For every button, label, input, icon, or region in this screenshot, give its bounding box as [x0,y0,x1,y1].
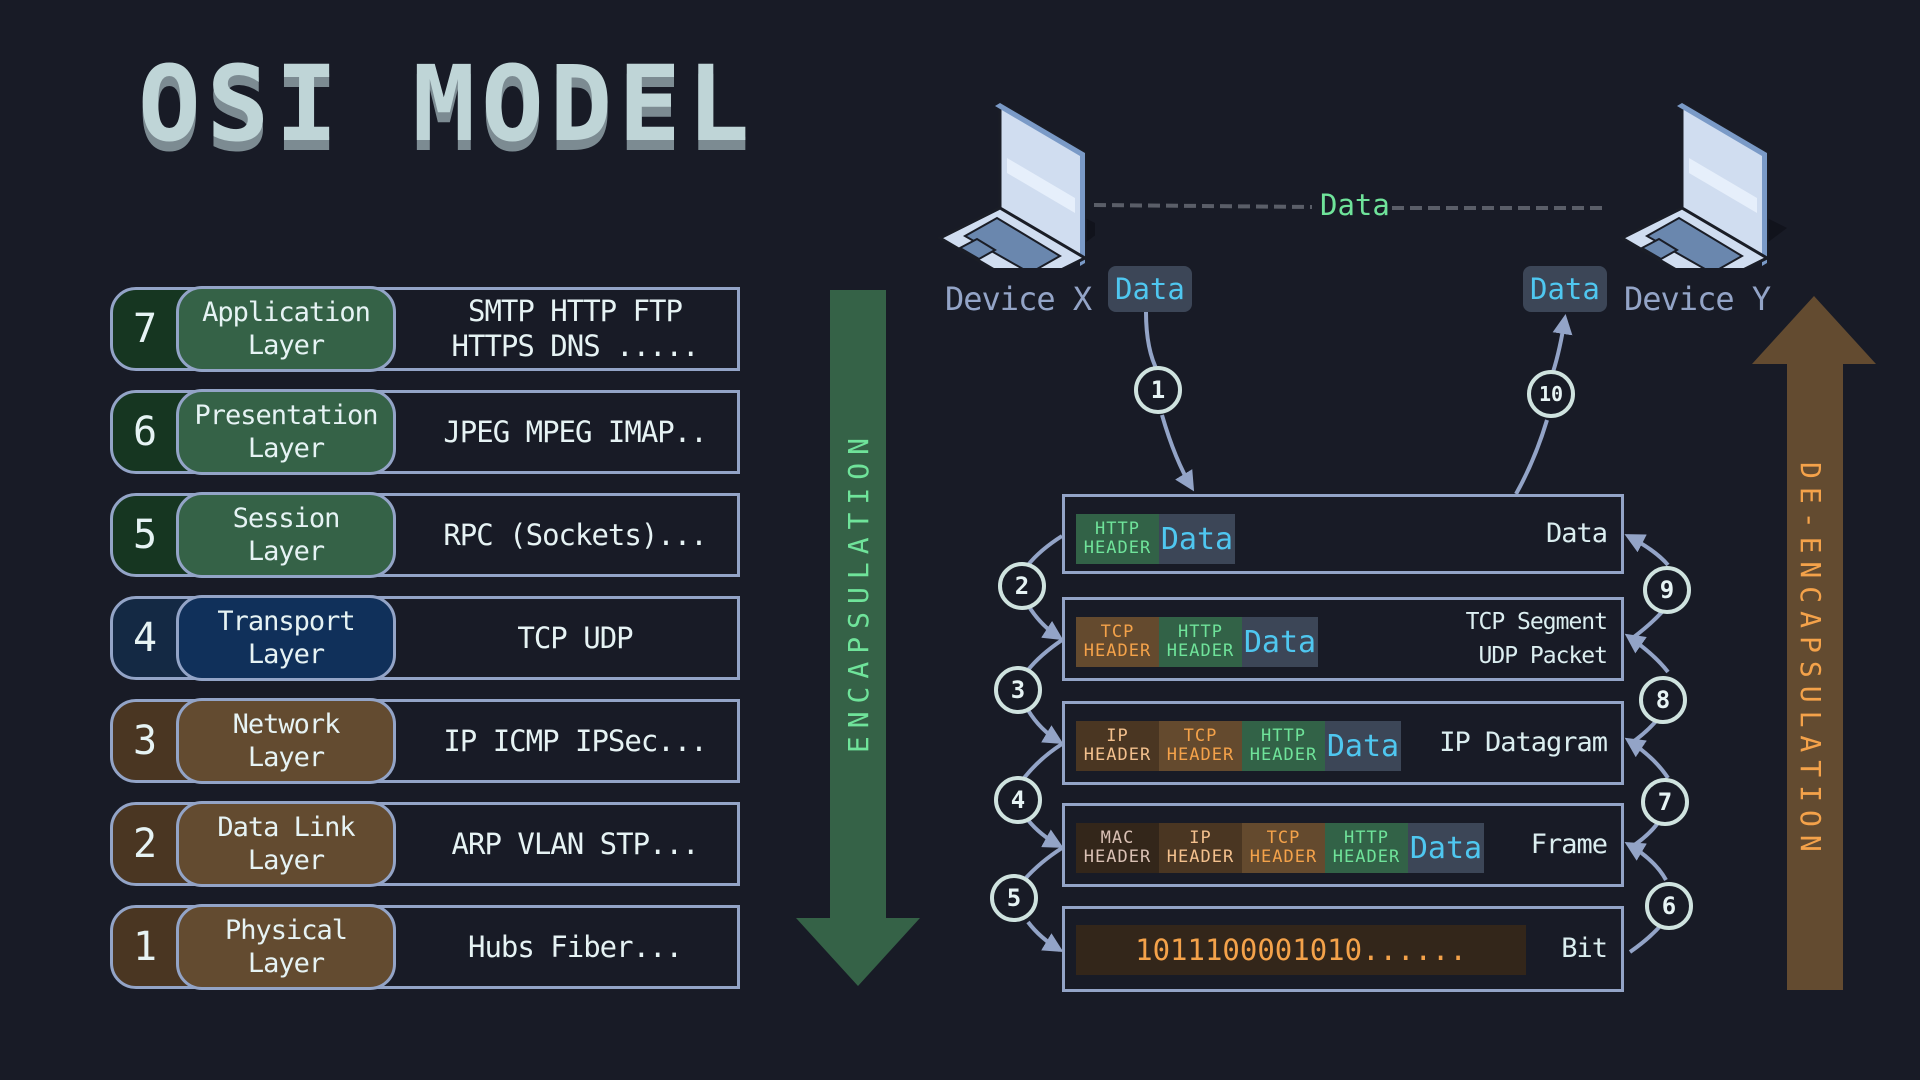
step-1-path [1144,311,1160,373]
de-encapsulation-label: DE-ENCAPSULATION [1794,462,1827,860]
data-segment: Data [1408,823,1484,873]
step-10-badge: 10 [1527,370,1575,418]
dashed-link-left [1093,203,1313,209]
layer-protocols: ARP VLAN STP... [370,802,740,886]
page-title: OSI MODEL [138,43,756,165]
step-10-arrow [1551,314,1573,373]
step-6-badge: 6 [1645,882,1693,930]
device-y-label: Device Y [1624,280,1771,318]
laptop-icon-device-y [1618,100,1787,268]
de-encapsulation-arrow [1752,296,1876,990]
layer-protocols: IP ICMP IPSec... [370,699,740,783]
step-1-arrow [1160,414,1195,492]
packet-physical-bits: 1011100001010...... Bit [1062,906,1624,992]
step-1-badge: 1 [1134,366,1182,414]
device-x-data-chip: Data [1108,266,1192,312]
step-9-badge: 9 [1643,566,1691,614]
laptop-icon-device-x [936,100,1095,268]
pdu-label: Data [1545,518,1608,549]
layer-protocols: Hubs Fiber... [370,905,740,989]
layer-protocols: JPEG MPEG IMAP.. [370,390,740,474]
device-y-data-chip: Data [1523,266,1607,312]
step-7-badge: 7 [1641,778,1689,826]
step-3-badge: 3 [994,666,1042,714]
pdu-label: Bit [1561,933,1608,964]
data-segment: Data [1159,514,1235,564]
encapsulation-arrow [796,290,920,986]
bit-stream: 1011100001010...... [1076,925,1526,975]
device-x-label: Device X [945,280,1092,318]
pdu-label: IP Datagram [1439,727,1608,758]
data-segment: Data [1325,721,1401,771]
step-8-badge: 8 [1639,676,1687,724]
data-segment: Data [1242,617,1318,667]
link-data-label: Data [1320,188,1390,222]
pdu-label: Frame [1530,829,1608,860]
step-10-path [1514,419,1549,495]
step-2-badge: 2 [998,562,1046,610]
step-4-badge: 4 [994,776,1042,824]
step-5-badge: 5 [990,874,1038,922]
layer-protocols: TCP UDP [370,596,740,680]
